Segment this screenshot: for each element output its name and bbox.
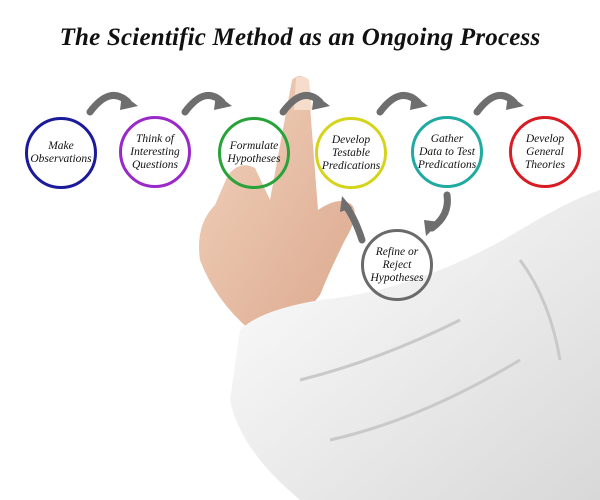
step-make-observations: Make Observations <box>25 117 97 189</box>
step-label: Think of Interesting Questions <box>130 132 180 171</box>
step-label: Develop Testable Predications <box>321 133 381 172</box>
step-label: Gather Data to Test Predications <box>417 132 477 171</box>
step-label: Formulate Hypotheses <box>227 140 281 165</box>
step-develop-theories: Develop General Theories <box>509 116 581 188</box>
step-label: Develop General Theories <box>524 132 566 171</box>
sleeve-image <box>230 190 600 500</box>
step-refine-hypotheses: Refine or Reject Hypotheses <box>361 229 433 301</box>
hand-image <box>199 76 355 330</box>
step-label: Refine or Reject Hypotheses <box>370 245 424 284</box>
step-formulate-hypotheses: Formulate Hypotheses <box>218 117 290 189</box>
step-gather-data: Gather Data to Test Predications <box>411 116 483 188</box>
arrow-heads <box>120 94 524 236</box>
step-label: Make Observations <box>30 140 92 165</box>
step-think-of-questions: Think of Interesting Questions <box>119 116 191 188</box>
diagram-title: The Scientific Method as an Ongoing Proc… <box>59 24 541 51</box>
step-develop-predictions: Develop Testable Predications <box>315 117 387 189</box>
